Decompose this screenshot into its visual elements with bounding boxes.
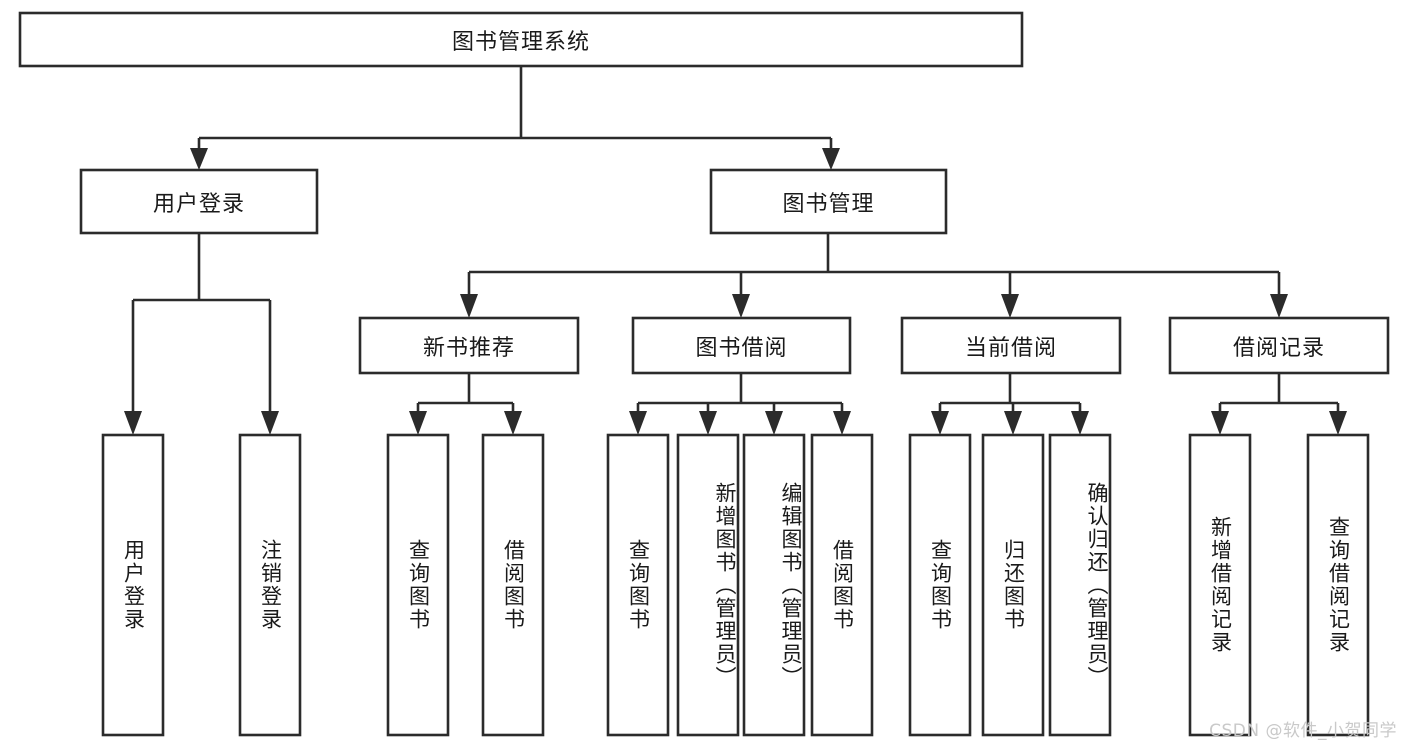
connector-group-newbook-to-leaves [409, 373, 522, 435]
node-box-root[interactable] [18, 11, 1024, 68]
arrow-icon-leaf-user-login [124, 411, 142, 435]
arrow-icon-leaf-return-book [1004, 411, 1022, 435]
node-box-book-borrow[interactable] [631, 316, 852, 375]
node-box-leaf-query-book-a[interactable] [386, 433, 450, 737]
arrow-icon-to-current-borrow [1001, 294, 1019, 318]
arrow-icon-leaf-confirm-return [1071, 411, 1089, 435]
node-box-leaf-borrow-book-a[interactable] [481, 433, 545, 737]
connector-group-root-to-level2 [190, 66, 840, 170]
connector-group-currentborrow-to-leaves [931, 373, 1089, 435]
node-box-book-manage[interactable] [709, 168, 948, 235]
arrow-icon-leaf-query-book-b [629, 411, 647, 435]
node-box-current-borrow[interactable] [900, 316, 1122, 375]
arrow-icon-leaf-add-book [699, 411, 717, 435]
arrow-icon-leaf-add-record [1211, 411, 1229, 435]
arrow-icon-to-borrow-record [1270, 294, 1288, 318]
arrow-icon-to-book-borrow [732, 294, 750, 318]
arrow-icon-leaf-borrow-book-b [833, 411, 851, 435]
node-box-leaf-query-book-b[interactable] [606, 433, 670, 737]
arrow-icon-to-user-login [190, 148, 208, 170]
connector-group-bookborrow-to-leaves [629, 373, 851, 435]
arrow-icon-leaf-borrow-book-a [504, 411, 522, 435]
connector-group-borrowrecord-to-leaves [1211, 373, 1347, 435]
node-box-user-login[interactable] [79, 168, 319, 235]
node-box-leaf-edit-book[interactable] [742, 433, 806, 737]
node-box-leaf-add-book[interactable] [676, 433, 740, 737]
arrow-icon-leaf-query-book-a [409, 411, 427, 435]
node-box-borrow-record[interactable] [1168, 316, 1390, 375]
node-box-leaf-user-login[interactable] [101, 433, 165, 737]
node-box-leaf-query-record[interactable] [1306, 433, 1370, 737]
arrow-icon-to-book-manage [822, 148, 840, 170]
node-box-new-book-recommend[interactable] [358, 316, 580, 375]
arrow-icon-leaf-logout-login [261, 411, 279, 435]
node-box-leaf-confirm-return[interactable] [1048, 433, 1112, 737]
node-box-leaf-borrow-book-b[interactable] [810, 433, 874, 737]
arrow-icon-leaf-query-book-c [931, 411, 949, 435]
node-box-leaf-logout-login[interactable] [238, 433, 302, 737]
arrow-icon-leaf-edit-book [765, 411, 783, 435]
connector-group-bookmanage-to-level3 [460, 233, 1288, 318]
node-box-leaf-add-record[interactable] [1188, 433, 1252, 737]
arrow-icon-to-new-book-recommend [460, 294, 478, 318]
arrow-icon-leaf-query-record [1329, 411, 1347, 435]
node-box-leaf-query-book-c[interactable] [908, 433, 972, 737]
node-box-leaf-return-book[interactable] [981, 433, 1045, 737]
connector-group-userlogin-to-leaves [124, 233, 279, 435]
